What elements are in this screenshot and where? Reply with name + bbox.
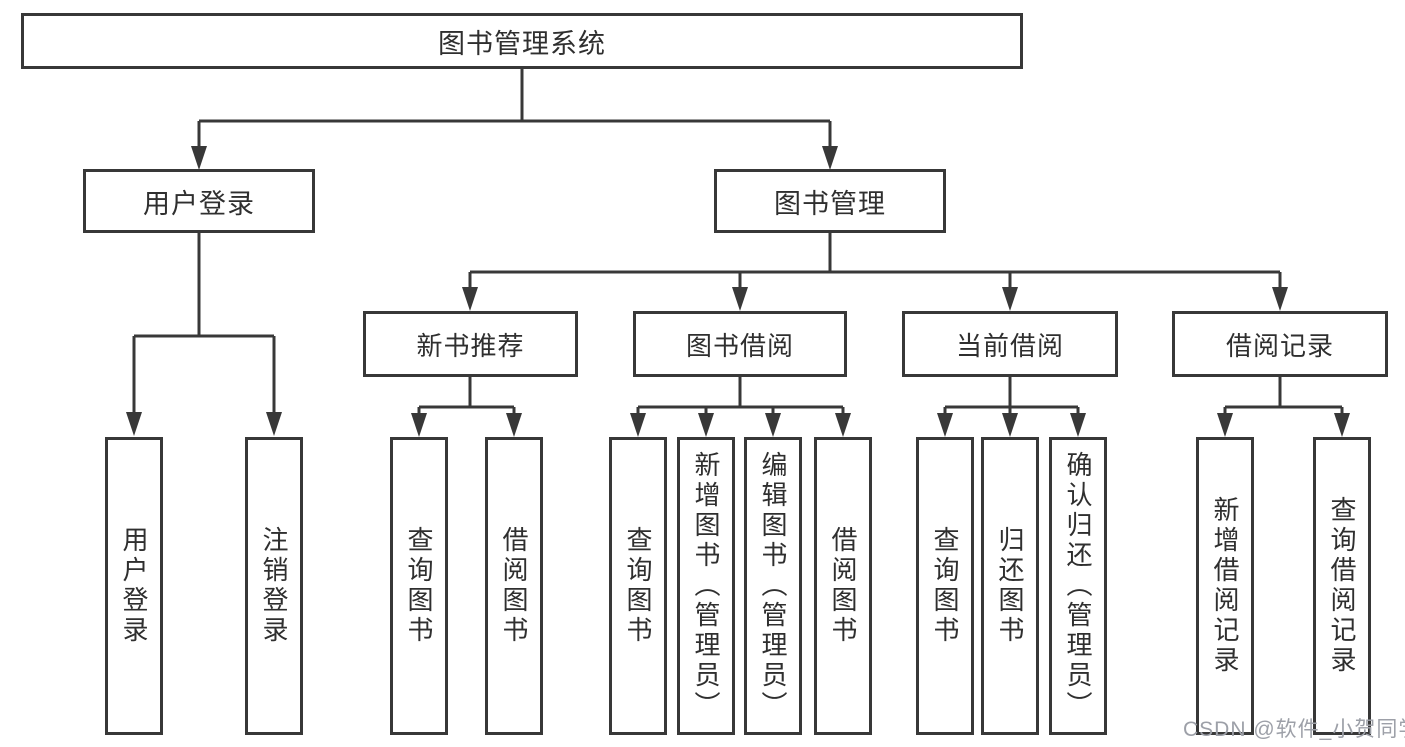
leaf-add-book-admin: 新增图书（管理员）: [677, 437, 735, 735]
connector-new-book-group: [411, 377, 522, 437]
leaf-confirm-return-admin: 确认归还（管理员）: [1049, 437, 1107, 735]
connector-user-login-group: [126, 233, 282, 436]
leaf-user-login: 用户登录: [105, 437, 163, 735]
connector-current-borrow-group: [937, 377, 1086, 437]
csdn-watermark: CSDN @软件_小贺同学: [1183, 718, 1405, 741]
node-book-management: 图书管理: [714, 169, 946, 233]
leaf-borrow-books: 借阅图书: [814, 437, 872, 735]
connector-root-to-level2: [191, 69, 838, 170]
connector-borrow-record-group: [1217, 377, 1350, 437]
leaf-add-borrow-record: 新增借阅记录: [1196, 437, 1254, 735]
leaf-query-books-borrow: 查询图书: [609, 437, 667, 735]
leaf-query-books-current: 查询图书: [916, 437, 974, 735]
node-current-borrow: 当前借阅: [902, 311, 1118, 377]
connector-book-management-to-level3: [462, 233, 1288, 311]
leaf-query-borrow-record: 查询借阅记录: [1313, 437, 1371, 735]
node-root-system: 图书管理系统: [21, 13, 1023, 69]
node-user-login: 用户登录: [83, 169, 315, 233]
connector-book-borrow-group: [630, 377, 851, 437]
node-book-borrow: 图书借阅: [633, 311, 847, 377]
node-borrow-records: 借阅记录: [1172, 311, 1388, 377]
leaf-query-books-recommend: 查询图书: [390, 437, 448, 735]
node-new-book-recommend: 新书推荐: [363, 311, 578, 377]
leaf-borrow-books-recommend: 借阅图书: [485, 437, 543, 735]
leaf-edit-book-admin: 编辑图书（管理员）: [744, 437, 802, 735]
leaf-return-book: 归还图书: [981, 437, 1039, 735]
leaf-logout: 注销登录: [245, 437, 303, 735]
